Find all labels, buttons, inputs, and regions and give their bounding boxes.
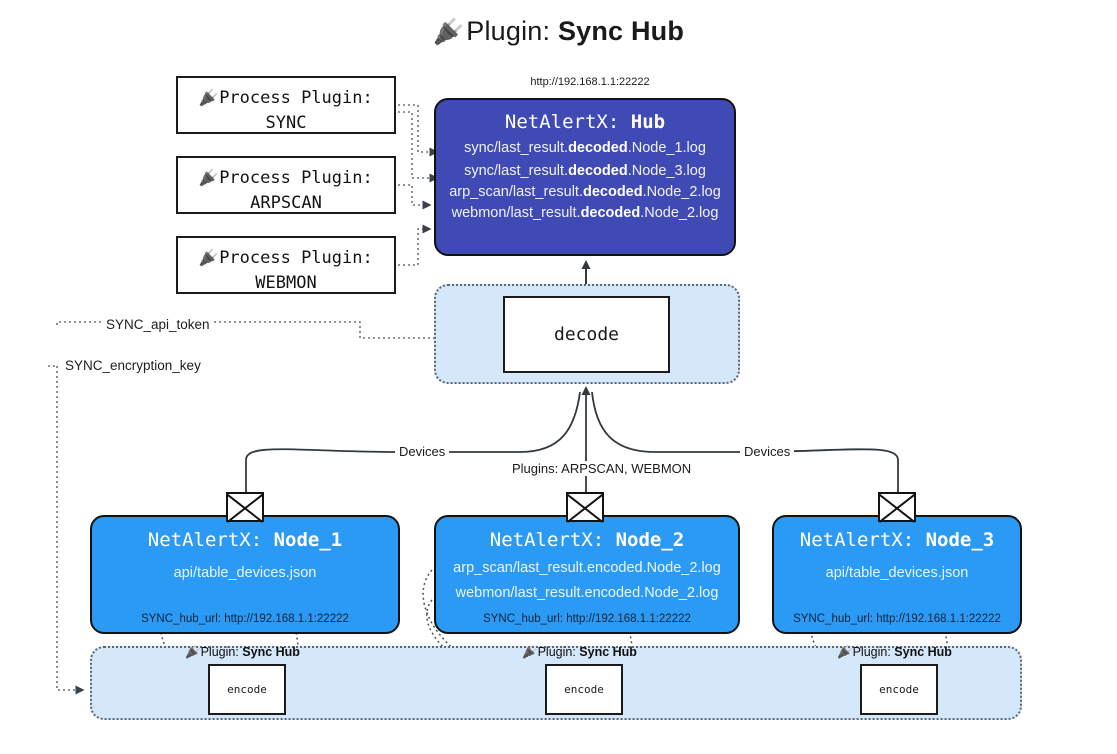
edge-sync-to-hub-2: [398, 111, 439, 183]
node-3-title: NetAlertX: Node_3: [799, 529, 995, 551]
plugin-caption-3: 🔌Plugin: Sync Hub: [837, 645, 952, 659]
edge-encryption-key-to-band: [56, 366, 85, 695]
envelope-icon: [566, 492, 604, 522]
hub-log-line-4: webmon/last_result.decoded.Node_2.log: [451, 205, 719, 221]
edge-label-devices-right: Devices: [740, 444, 795, 459]
node-3[interactable]: NetAlertX: Node_3 api/table_devices.json…: [772, 515, 1022, 634]
plug-icon: 🔌: [199, 168, 220, 187]
hub-log-line-3: arp_scan/last_result.decoded.Node_2.log: [449, 184, 721, 200]
node-3-hub-url: SYNC_hub_url: http://192.168.1.1:22222: [793, 613, 1001, 625]
edge-webmon-to-hub: [398, 224, 432, 266]
node-2-title: NetAlertX: Node_2: [489, 529, 685, 551]
node-2-hub-url: SYNC_hub_url: http://192.168.1.1:22222: [483, 613, 691, 625]
envelope-icon: [878, 492, 916, 522]
node-1-hub-url: SYNC_hub_url: http://192.168.1.1:22222: [141, 613, 349, 625]
process-plugin-webmon-line1: 🔌Process Plugin:: [199, 248, 373, 268]
edge-arpscan-to-hub: [398, 184, 432, 210]
decode-box[interactable]: decode: [503, 296, 670, 373]
page-title: 🔌Plugin: Sync Hub: [0, 16, 1117, 47]
encode-box-3[interactable]: encode: [860, 664, 938, 715]
plug-icon: 🔌: [522, 645, 538, 659]
node-1-data-line: api/table_devices.json: [173, 565, 317, 581]
plug-icon: 🔌: [837, 645, 853, 659]
hub-url-label: http://192.168.1.1:22222: [530, 76, 650, 88]
plug-icon: 🔌: [185, 645, 201, 659]
process-plugin-sync-name: SYNC: [265, 112, 307, 133]
node-3-data-line: api/table_devices.json: [825, 565, 969, 581]
node-2-data-line-2: webmon/last_result.encoded.Node_2.log: [455, 585, 719, 601]
node-2-data-line-1: arp_scan/last_result.encoded.Node_2.log: [453, 560, 721, 576]
hub-node-title-prefix: NetAlertX:: [504, 111, 620, 133]
hub-node-title-name: Hub: [630, 111, 666, 133]
process-plugin-sync[interactable]: 🔌Process Plugin: SYNC: [176, 76, 396, 134]
plugin-caption-2: 🔌Plugin: Sync Hub: [522, 645, 637, 659]
encode-box-2[interactable]: encode: [545, 664, 623, 715]
node-1-title: NetAlertX: Node_1: [147, 529, 343, 551]
edge-label-devices-left: Devices: [395, 444, 450, 459]
process-plugin-arpscan-name: ARPSCAN: [250, 192, 322, 213]
sync-encryption-key-label: SYNC_encryption_key: [62, 358, 204, 373]
process-plugin-arpscan-line1: 🔌Process Plugin:: [199, 168, 373, 188]
encode-box-1[interactable]: encode: [208, 664, 286, 715]
hub-node[interactable]: NetAlertX: Hub sync/last_result.decoded.…: [434, 98, 736, 256]
plug-icon: 🔌: [432, 18, 465, 46]
plugin-caption-1: 🔌Plugin: Sync Hub: [185, 645, 300, 659]
edge-sync-to-hub: [398, 104, 439, 157]
envelope-icon: [226, 492, 264, 522]
node-2[interactable]: NetAlertX: Node_2 arp_scan/last_result.e…: [434, 515, 740, 634]
plug-icon: 🔌: [199, 248, 220, 267]
edge-node1-to-decode: [245, 391, 581, 492]
hub-log-line-1: sync/last_result.decoded.Node_1.log: [464, 140, 706, 156]
process-plugin-sync-line1: 🔌Process Plugin:: [199, 88, 373, 108]
process-plugin-webmon-name: WEBMON: [255, 272, 317, 293]
plug-icon: 🔌: [199, 88, 220, 107]
node-1[interactable]: NetAlertX: Node_1 api/table_devices.json…: [90, 515, 400, 634]
process-plugin-arpscan[interactable]: 🔌Process Plugin: ARPSCAN: [176, 156, 396, 214]
sync-api-token-label: SYNC_api_token: [103, 317, 213, 332]
hub-log-line-2: sync/last_result.decoded.Node_3.log: [464, 163, 706, 179]
hub-node-title: NetAlertX: Hub: [436, 111, 734, 133]
edge-label-plugins-center: Plugins: ARPSCAN, WEBMON: [508, 461, 696, 476]
page-title-name: Sync Hub: [557, 16, 685, 46]
page-title-prefix: Plugin:: [466, 16, 551, 46]
edge-node3-to-decode: [591, 391, 899, 492]
process-plugin-webmon[interactable]: 🔌Process Plugin: WEBMON: [176, 236, 396, 294]
